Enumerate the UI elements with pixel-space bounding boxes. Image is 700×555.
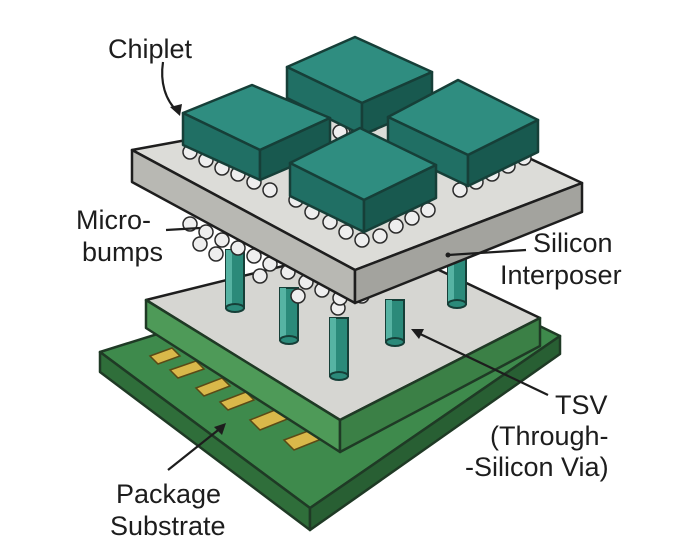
microbumps-label-line2: bumps (82, 237, 163, 267)
substrate-leader (167, 426, 223, 471)
substrate-arrowhead (214, 423, 226, 435)
chiplet-front (288, 126, 438, 234)
tsv (329, 317, 349, 381)
tsv-leader (415, 331, 549, 396)
leader-lines (161, 61, 549, 471)
microbumps-leader (165, 226, 201, 232)
pad (194, 377, 232, 397)
pad (148, 347, 182, 365)
microbumps-label-line1: Micro- (76, 205, 151, 235)
substrate-right-face (308, 334, 562, 532)
interposer-label-line1: Silicon (533, 228, 613, 258)
interposer-right-face (353, 181, 584, 305)
interposer-label-line2: Interposer (500, 260, 622, 290)
tsv-label-line1: TSV (555, 390, 608, 420)
pad (168, 360, 206, 379)
base-die-right-face (338, 316, 542, 454)
tsv-arrowhead (411, 329, 424, 339)
pad (218, 391, 256, 411)
chiplets (181, 35, 540, 234)
tsv (385, 299, 405, 347)
interposer-leader (447, 248, 527, 257)
chiplet-left (181, 83, 332, 182)
tsv-label-line2: (Through- (490, 421, 609, 451)
tsv-label-line3: -Silicon Via) (465, 452, 609, 482)
chiplet-back (285, 35, 434, 137)
chiplet-label: Chiplet (108, 34, 193, 64)
substrate-label-line2: Substrate (110, 511, 226, 541)
tsv (225, 249, 245, 313)
chiplet-arrowhead (170, 104, 182, 116)
chiplet-right (386, 78, 540, 188)
substrate-label-line1: Package (116, 479, 221, 509)
tsv-columns (225, 249, 467, 381)
chiplet-leader (161, 61, 179, 113)
